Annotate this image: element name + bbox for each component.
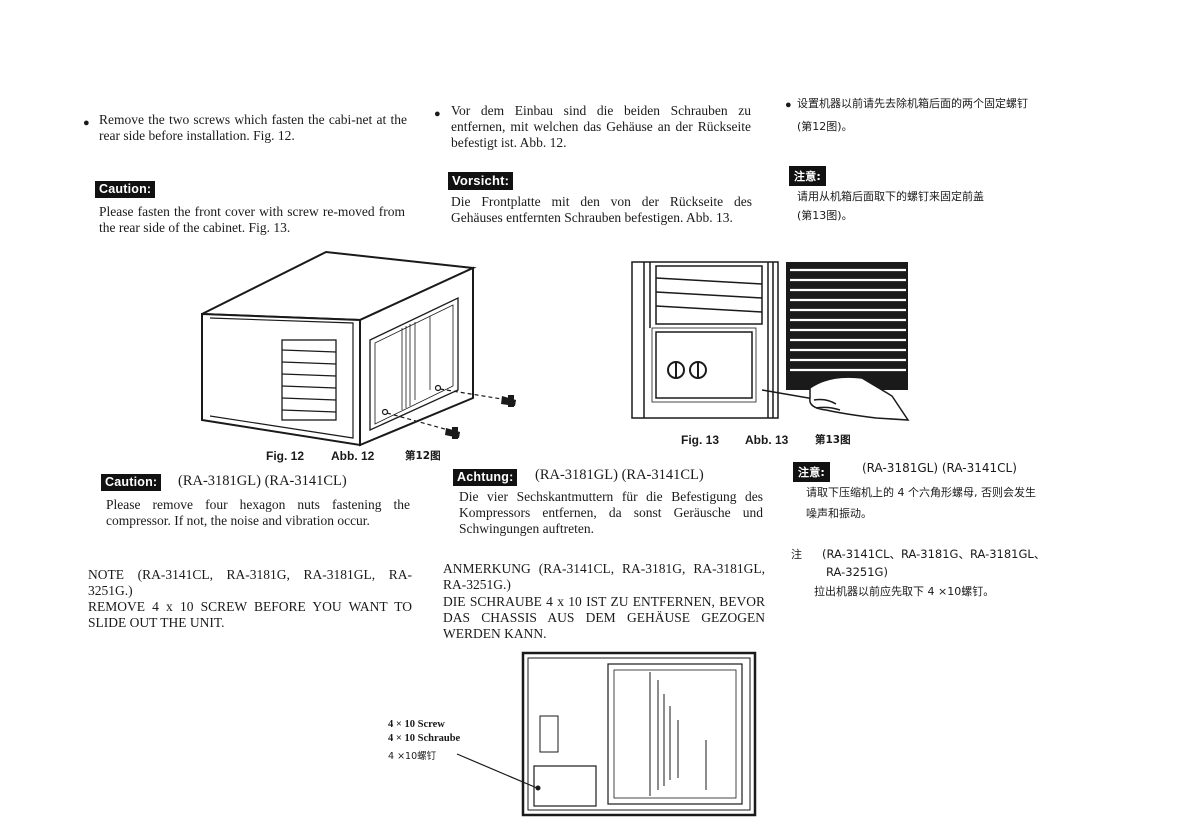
fig13-caption-de: Abb. 13 — [745, 433, 789, 447]
zh-note-models-line2: RA-3251G) — [826, 565, 888, 579]
screw-label-en: 4 × 10 Screw — [388, 719, 445, 730]
de-intro-text: Vor dem Einbau sind die beiden Schrauben… — [451, 103, 751, 150]
en-caution-badge: Caution: — [95, 181, 156, 198]
en-note-models: NOTE (RA-3141CL, RA-3181G, RA-3181GL, RA… — [88, 567, 412, 598]
fig13-caption-zh: 第13图 — [815, 434, 851, 446]
de-anmerkung-models: ANMERKUNG (RA-3141CL, RA-3181G, RA-3181G… — [443, 561, 765, 592]
zh-intro-line2: (第12图)。 — [797, 120, 853, 133]
zh-note-models-line1: (RA-3141CL、RA-3181G、RA-3181GL、 — [822, 547, 1046, 561]
chassis-illustration — [521, 651, 757, 817]
en-intro-text: Remove the two screws which fasten the c… — [99, 112, 407, 143]
zh-caution2-line1: 请取下压缩机上的 4 个六角形螺母, 否则会发生 — [806, 486, 1036, 499]
zh-caution-badge: 注意: — [789, 166, 826, 186]
fig12-caption-de: Abb. 12 — [331, 449, 375, 463]
de-achtung-models: (RA-3181GL) (RA-3141CL) — [535, 467, 704, 483]
en-caution2-badge: Caution: — [101, 474, 162, 491]
zh-caution-line2: (第13图)。 — [797, 209, 853, 222]
screw-pointer-line — [456, 753, 538, 789]
de-achtung-badge: Achtung: — [453, 469, 518, 486]
zh-caution2-badge: 注意: — [793, 462, 830, 482]
zh-note-prefix: 注 — [791, 548, 802, 561]
bullet: ● — [434, 108, 441, 120]
en-note-text: REMOVE 4 x 10 SCREW BEFORE YOU WANT TO S… — [88, 599, 412, 630]
zh-intro-line1: 设置机器以前请先去除机箱后面的两个固定螺钉 — [797, 97, 1028, 110]
screw-label-de: 4 × 10 Schraube — [388, 733, 461, 744]
fig13-illustration — [631, 261, 910, 421]
bullet: ● — [83, 117, 90, 129]
fig13-caption-en: Fig. 13 — [681, 433, 720, 447]
screw-label-zh: 4 ×10螺钉 — [388, 751, 437, 762]
de-vorsicht-badge: Vorsicht: — [448, 172, 514, 190]
en-caution2-models: (RA-3181GL) (RA-3141CL) — [178, 473, 347, 489]
de-anmerkung-text: DIE SCHRAUBE 4 x 10 IST ZU ENTFERNEN, BE… — [443, 594, 765, 641]
de-achtung-text: Die vier Sechskantmuttern für die Befest… — [459, 489, 763, 536]
zh-caution-line1: 请用从机箱后面取下的螺钉来固定前盖 — [797, 190, 984, 203]
fig12-caption-zh: 第12图 — [405, 450, 441, 462]
zh-caution2-line2: 噪声和振动。 — [806, 507, 872, 520]
de-vorsicht-text: Die Frontplatte mit den von der Rückseit… — [451, 194, 752, 225]
zh-caution2-models: (RA-3181GL) (RA-3141CL) — [862, 461, 1017, 475]
en-caution-text: Please fasten the front cover with screw… — [99, 204, 405, 235]
en-caution2-text: Please remove four hexagon nuts fastenin… — [106, 497, 410, 528]
fig12-illustration — [201, 250, 516, 447]
zh-note-text: 拉出机器以前应先取下 4 ×10螺钉。 — [814, 585, 995, 598]
bullet: ● — [785, 99, 792, 111]
fig12-caption-en: Fig. 12 — [266, 449, 305, 463]
